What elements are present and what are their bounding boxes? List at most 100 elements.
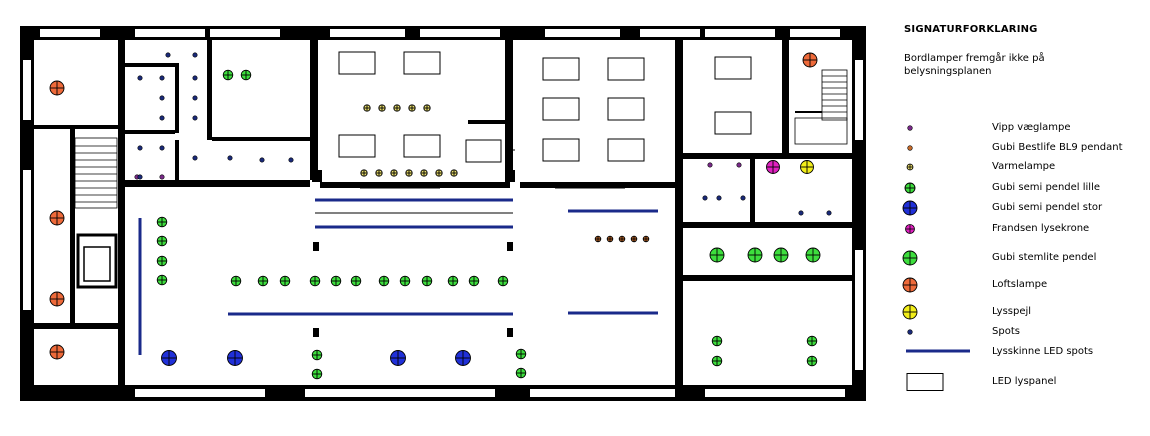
legend-item: Loftslampe xyxy=(900,276,1140,294)
heat-lamp-symbol xyxy=(423,104,431,112)
semi-pendant-small-symbol xyxy=(311,349,323,361)
heat-lamp-symbol xyxy=(450,169,458,177)
spot-symbol xyxy=(288,157,294,163)
semi-pendant-small-symbol xyxy=(257,275,269,287)
semi-pendant-small-symbol xyxy=(421,275,433,287)
legend-item: Spots xyxy=(900,323,1140,341)
heat-lamp-symbol xyxy=(390,169,398,177)
spot-symbol xyxy=(159,145,165,151)
spot-symbol xyxy=(137,174,143,180)
heat-lamp-symbol xyxy=(378,104,386,112)
light-track-legend-icon xyxy=(906,349,970,353)
semi-pendant-small-symbol xyxy=(309,275,321,287)
semi-pendant-small-symbol xyxy=(468,275,480,287)
heat-lamp-symbol xyxy=(405,169,413,177)
legend-item-label: Gubi Bestlife BL9 pendant xyxy=(992,142,1123,153)
spot-symbol xyxy=(740,195,746,201)
stemlite-pendant-symbol xyxy=(805,247,821,263)
heat-lamp-symbol xyxy=(408,104,416,112)
spot-symbol xyxy=(798,210,804,216)
semi-pendant-small-symbol xyxy=(156,216,168,228)
legend-item-label: LED lyspanel xyxy=(992,376,1057,387)
heat-lamp-legend-icon xyxy=(906,163,914,171)
bl9-pendant-symbol xyxy=(594,235,602,243)
legend-item: Gubi semi pendel lille xyxy=(900,179,1140,197)
wall-lamp-symbol xyxy=(736,162,742,168)
semi-pendant-large-legend-icon xyxy=(902,200,918,216)
elevator xyxy=(76,233,118,289)
stairs-left xyxy=(74,137,118,209)
spot-symbol xyxy=(137,145,143,151)
ceiling-lamp-symbol xyxy=(49,210,65,226)
semi-pendant-small-symbol xyxy=(515,348,527,360)
bl9-pendant-symbol xyxy=(630,235,638,243)
heat-lamp-symbol xyxy=(363,104,371,112)
semi-pendant-small-symbol xyxy=(240,69,252,81)
legend-note: Bordlamper fremgår ikke på belysningspla… xyxy=(904,53,1045,77)
legend-item: Vipp væglampe xyxy=(900,119,1140,137)
stemlite-legend-icon xyxy=(902,250,918,266)
spot-symbol xyxy=(159,75,165,81)
led-tracks xyxy=(138,198,658,355)
heat-lamp-symbol xyxy=(420,169,428,177)
legend-title: SIGNATURFORKLARING xyxy=(904,24,1038,35)
spot-legend-icon xyxy=(907,329,913,335)
legend-item-label: Vipp væglampe xyxy=(992,122,1071,133)
legend-item-label: Spots xyxy=(992,326,1020,337)
semi-pendant-small-symbol xyxy=(350,275,362,287)
legend-item: Lysspejl xyxy=(900,303,1140,321)
semi-pendant-small-symbol xyxy=(222,69,234,81)
legend-item: Frandsen lysekrone xyxy=(900,220,1140,238)
heat-lamp-symbol xyxy=(393,104,401,112)
frandsen-chandelier-symbol xyxy=(766,160,780,174)
interior-walls xyxy=(34,40,853,385)
columns xyxy=(313,242,513,337)
exterior-walls xyxy=(20,26,866,401)
stairs-right xyxy=(794,69,848,145)
heat-lamp-symbol xyxy=(375,169,383,177)
bl9-pendant-legend-icon xyxy=(907,145,913,151)
ceiling-lamp-symbol xyxy=(49,344,65,360)
spot-symbol xyxy=(159,115,165,121)
legend-item-label: Lysspejl xyxy=(992,306,1032,317)
semi-pendant-small-symbol xyxy=(515,367,527,379)
semi-pendant-small-symbol xyxy=(711,335,723,347)
semi-pendant-small-symbol xyxy=(156,274,168,286)
semi-pendant-small-symbol xyxy=(711,355,723,367)
spot-symbol xyxy=(826,210,832,216)
thin-lines xyxy=(130,149,625,214)
legend-item-label: Frandsen lysekrone xyxy=(992,223,1090,234)
semi-pendant-small-symbol xyxy=(497,275,509,287)
semi-pendant-small-symbol xyxy=(230,275,242,287)
legend-item: LED lyspanel xyxy=(900,373,1140,391)
bl9-pendant-symbol xyxy=(642,235,650,243)
semi-pendant-small-symbol xyxy=(156,255,168,267)
spot-symbol xyxy=(192,52,198,58)
spot-symbol xyxy=(165,52,171,58)
ceiling-lamp-legend-icon xyxy=(902,277,918,293)
legend-item-label: Varmelampe xyxy=(992,161,1056,172)
semi-pendant-small-symbol xyxy=(311,368,323,380)
spot-symbol xyxy=(137,75,143,81)
spot-symbol xyxy=(192,95,198,101)
stemlite-pendant-symbol xyxy=(709,247,725,263)
spot-symbol xyxy=(702,195,708,201)
semi-pendant-small-symbol xyxy=(378,275,390,287)
wall-lamp-legend-icon xyxy=(907,125,913,131)
light-mirror-symbol xyxy=(800,160,814,174)
spot-symbol xyxy=(192,155,198,161)
wall-lamp-symbol xyxy=(707,162,713,168)
spot-symbol xyxy=(192,75,198,81)
spot-symbol xyxy=(227,155,233,161)
spot-symbol xyxy=(716,195,722,201)
semi-pendant-small-symbol xyxy=(156,235,168,247)
bl9-pendant-symbol xyxy=(606,235,614,243)
legend-item-label: Gubi semi pendel lille xyxy=(992,182,1101,193)
ceiling-lamp-symbol xyxy=(49,80,65,96)
led-panel-legend-icon xyxy=(906,373,944,391)
floor-plan xyxy=(20,26,866,401)
semi-pendant-small-symbol xyxy=(447,275,459,287)
legend-item: Varmelampe xyxy=(900,158,1140,176)
legend: SIGNATURFORKLARING Bordlamper fremgår ik… xyxy=(900,0,1140,436)
led-panels xyxy=(338,51,752,163)
